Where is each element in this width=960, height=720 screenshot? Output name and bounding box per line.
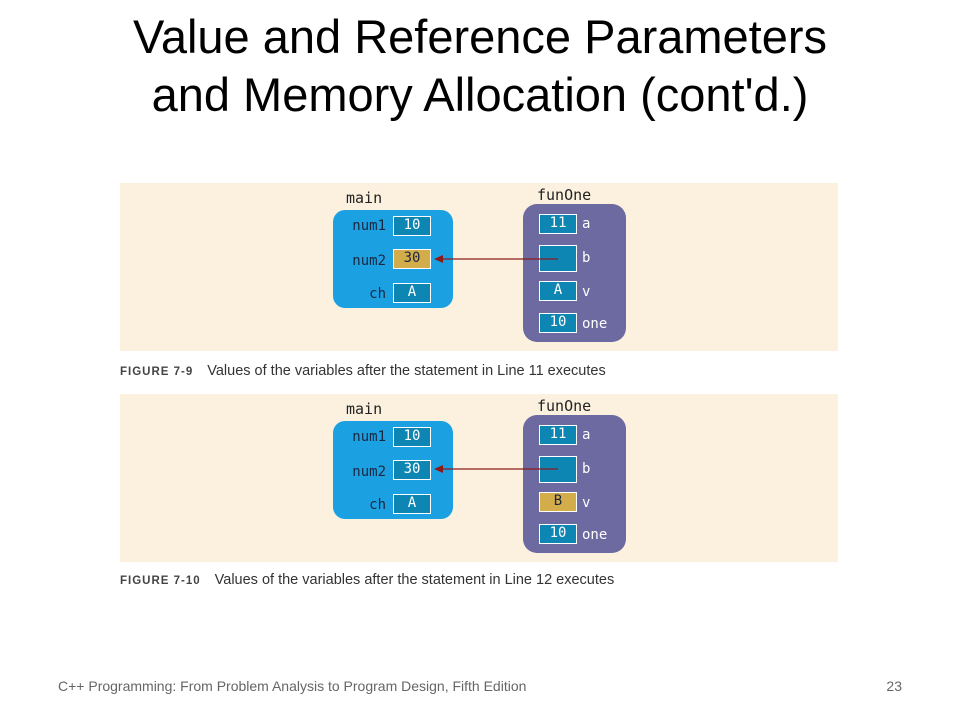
cell-one: 10 — [539, 313, 577, 333]
var-label-num2: num2 — [352, 464, 386, 480]
cell-num2: 30 — [393, 460, 431, 480]
page-number: 23 — [886, 678, 902, 694]
cell-v: B — [539, 492, 577, 512]
caption-text: Values of the variables after the statem… — [214, 572, 615, 588]
cell-num1: 10 — [393, 427, 431, 447]
caption-text: Values of the variables after the statem… — [207, 363, 606, 379]
fun-frame-label: funOne — [537, 397, 592, 415]
figure-number: FIGURE 7-10 — [120, 575, 201, 587]
cell-one: 10 — [539, 524, 577, 544]
reference-arrow — [434, 255, 558, 263]
var-label-ch: ch — [369, 497, 386, 513]
param-label-v: v — [582, 495, 591, 511]
main-frame-label: main — [346, 400, 383, 418]
main-frame-label: main — [346, 189, 383, 207]
figure-panel-2: main funOne num1 num2 ch 10 30 A 11 B 10… — [120, 394, 838, 562]
param-label-v: v — [582, 284, 591, 300]
var-label-num1: num1 — [352, 218, 386, 234]
var-label-num1: num1 — [352, 429, 386, 445]
title-line-2: and Memory Allocation (cont'd.) — [151, 68, 809, 121]
cell-num1: 10 — [393, 216, 431, 236]
title-line-1: Value and Reference Parameters — [132, 10, 828, 63]
reference-arrow — [434, 465, 558, 473]
slide-title: Value and Reference Parameters and Memor… — [0, 8, 960, 124]
param-label-one: one — [582, 527, 608, 543]
cell-a: 11 — [539, 214, 577, 234]
slide-footer: C++ Programming: From Problem Analysis t… — [58, 678, 527, 694]
var-label-num2: num2 — [352, 253, 386, 269]
figure-panel-1: main funOne num1 num2 ch 10 30 A 11 A 10… — [120, 183, 838, 351]
cell-ch: A — [393, 494, 431, 514]
cell-num2: 30 — [393, 249, 431, 269]
param-label-a: a — [582, 427, 591, 443]
figure-caption-2: FIGURE 7-10 Values of the variables after… — [120, 572, 614, 588]
param-label-b: b — [582, 250, 591, 266]
cell-a: 11 — [539, 425, 577, 445]
cell-ch: A — [393, 283, 431, 303]
cell-v: A — [539, 281, 577, 301]
figure-caption-1: FIGURE 7-9 Values of the variables after … — [120, 363, 606, 379]
figure-number: FIGURE 7-9 — [120, 366, 194, 378]
param-label-a: a — [582, 216, 591, 232]
param-label-b: b — [582, 461, 591, 477]
fun-frame-label: funOne — [537, 186, 592, 204]
param-label-one: one — [582, 316, 608, 332]
var-label-ch: ch — [369, 286, 386, 302]
